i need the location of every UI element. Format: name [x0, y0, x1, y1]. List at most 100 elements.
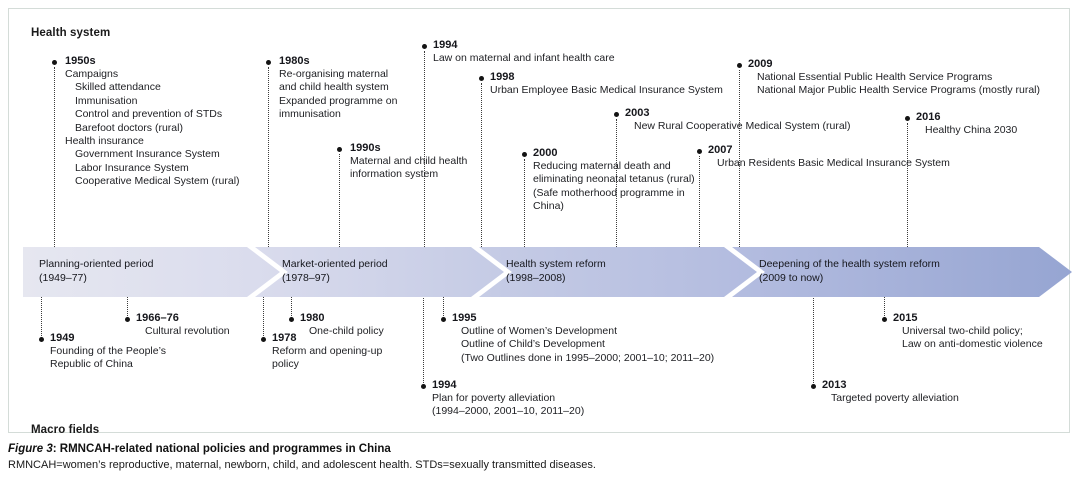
section-label-macro-fields: Macro fields: [31, 424, 100, 436]
event-2016: 2016 Healthy China 2030: [916, 111, 1017, 137]
event-line: Cooperative Medical System (rural): [75, 175, 240, 188]
event-1990s: 1990s Maternal and child health informat…: [350, 142, 467, 182]
event-dot-1950s: [52, 60, 57, 65]
connector-line-1980: [291, 291, 292, 318]
connector-line-1950s: [54, 67, 55, 253]
connector-line-1998: [481, 83, 482, 253]
event-line: eliminating neonatal tetanus (rural): [533, 173, 695, 186]
event-1949: 1949 Founding of the People’s Republic o…: [50, 332, 166, 372]
event-year: 1980s: [279, 55, 310, 67]
event-dot-2009: [737, 63, 742, 68]
event-year: 2007: [708, 144, 733, 156]
event-dot-2015: [882, 317, 887, 322]
event-line: Maternal and child health: [350, 155, 468, 167]
event-2003: 2003 New Rural Cooperative Medical Syste…: [625, 107, 851, 133]
event-line: Government Insurance System: [75, 148, 220, 161]
event-dot-1995: [441, 317, 446, 322]
event-line: Plan for poverty alleviation: [432, 392, 556, 404]
event-dot-1980s: [266, 60, 271, 65]
event-year: 1949: [50, 332, 75, 344]
figure-panel: Health system Macro fields 1950s Campaig…: [8, 8, 1072, 436]
event-line: Urban Employee Basic Medical Insurance S…: [490, 84, 723, 96]
event-2000: 2000 Reducing maternal death and elimina…: [533, 147, 695, 214]
event-2013: 2013 Targeted poverty alleviation: [822, 379, 959, 405]
event-line: Immunisation: [75, 94, 138, 107]
connector-line-2000: [524, 159, 525, 253]
event-line: Law on maternal and infant health care: [433, 52, 615, 64]
event-line: Reform and opening-up: [272, 345, 383, 357]
event-line: Urban Residents Basic Medical Insurance …: [717, 157, 950, 169]
caption-title-text: : RMNCAH-related national policies and p…: [52, 443, 391, 455]
event-dot-2000: [522, 152, 527, 157]
connector-line-2003: [616, 119, 617, 253]
event-line: Founding of the People’s: [50, 345, 166, 357]
event-1994-macro: 1994 Plan for poverty alleviation (1994–…: [432, 379, 584, 419]
event-year: 2003: [625, 107, 650, 119]
event-1950s: 1950s Campaigns Skilled attendance Immun…: [65, 55, 240, 189]
event-line: National Essential Public Health Service…: [757, 71, 993, 83]
event-dot-1949: [39, 337, 44, 342]
event-dot-1994-macro: [421, 384, 426, 389]
event-line: immunisation: [279, 108, 341, 121]
event-year: 1998: [490, 71, 515, 83]
event-line: Cultural revolution: [145, 325, 230, 337]
event-line: Expanded programme on: [279, 94, 398, 107]
event-line: Republic of China: [50, 358, 133, 371]
event-year: 1994: [433, 39, 458, 51]
event-line: One-child policy: [309, 325, 384, 337]
event-1995: 1995 Outline of Women’s Development Outl…: [452, 312, 714, 365]
event-dot-1966: [125, 317, 130, 322]
section-label-health-system: Health system: [31, 27, 111, 39]
caption-subtitle: RMNCAH=women’s reproductive, maternal, n…: [8, 459, 596, 471]
event-year: 2009: [748, 58, 773, 70]
event-1978: 1978 Reform and opening-up policy: [272, 332, 382, 372]
event-line: Universal two-child policy;: [902, 325, 1023, 337]
event-dot-1978: [261, 337, 266, 342]
event-dot-1980: [289, 317, 294, 322]
figure-caption: Figure 3: RMNCAH-related national polici…: [8, 441, 1068, 473]
event-dot-2013: [811, 384, 816, 389]
event-line: and child health system: [279, 81, 389, 94]
event-year: 2000: [533, 147, 558, 159]
connector-line-2007: [699, 156, 700, 253]
event-line: information system: [350, 168, 439, 181]
event-1994-health: 1994 Law on maternal and infant health c…: [433, 39, 615, 65]
event-line: New Rural Cooperative Medical System (ru…: [634, 120, 851, 132]
event-line: National Major Public Health Service Pro…: [757, 84, 1041, 97]
event-dot-2003: [614, 112, 619, 117]
event-line: Reducing maternal death and: [533, 160, 671, 172]
event-year: 2015: [893, 312, 918, 324]
event-line: Re-organising maternal: [279, 68, 389, 80]
caption-figure-number: Figure 3: [8, 443, 53, 455]
connector-line-2015: [884, 291, 885, 318]
event-line: policy: [272, 358, 299, 371]
event-dot-2007: [697, 149, 702, 154]
connector-line-2013: [813, 291, 814, 385]
connector-line-1990s: [339, 154, 340, 253]
event-1980: 1980 One-child policy: [300, 312, 384, 338]
connector-line-1978: [263, 291, 264, 338]
event-line: (Two Outlines done in 1995–2000; 2001–10…: [461, 351, 715, 364]
timeline-arrow-band: [23, 247, 1072, 297]
event-year: 1950s: [65, 55, 96, 67]
connector-line-2016: [907, 123, 908, 253]
event-line: (1994–2000, 2001–10, 2011–20): [432, 405, 585, 418]
event-line: (Safe motherhood programme in: [533, 186, 685, 199]
event-line: Outline of Women’s Development: [461, 325, 618, 337]
event-year: 1994: [432, 379, 457, 391]
connector-line-1994mf: [423, 291, 424, 385]
event-2015: 2015 Universal two-child policy; Law on …: [893, 312, 1043, 352]
connector-line-1966: [127, 291, 128, 318]
event-year: 1980: [300, 312, 325, 324]
event-dot-1998: [479, 76, 484, 81]
connector-line-1994hs: [424, 51, 425, 253]
event-line: Health insurance: [65, 135, 144, 148]
event-line: Outline of Child’s Development: [461, 338, 605, 351]
event-2007: 2007 Urban Residents Basic Medical Insur…: [708, 144, 950, 170]
event-line: Labor Insurance System: [75, 161, 189, 174]
event-line: Control and prevention of STDs: [75, 108, 223, 121]
event-2009: 2009 National Essential Public Health Se…: [748, 58, 1040, 98]
event-line: Healthy China 2030: [925, 124, 1018, 136]
event-year: 1966–76: [136, 312, 179, 324]
